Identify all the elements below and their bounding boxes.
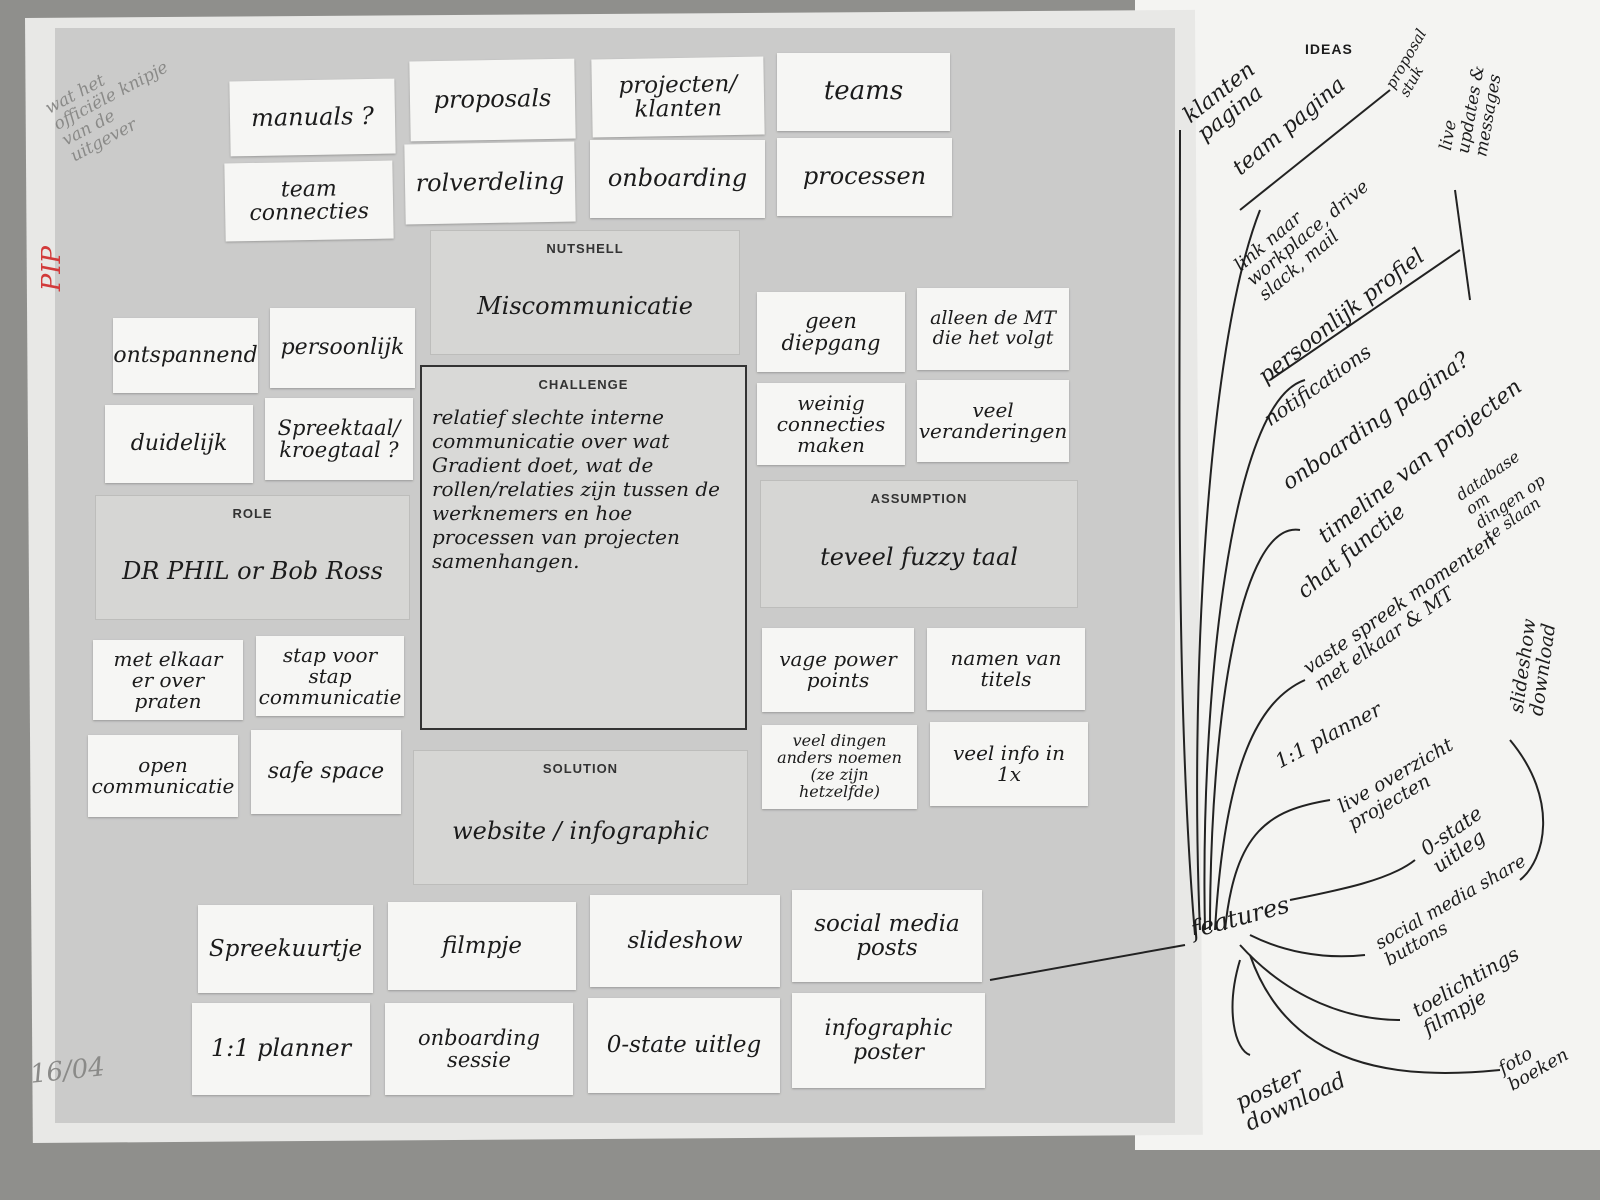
sticky-note: ontspannend [113, 318, 258, 393]
assumption-box: ASSUMPTION teveel fuzzy taal [760, 480, 1078, 608]
sticky-note: onboarding sessie [385, 1003, 573, 1095]
nutshell-header: NUTSHELL [546, 241, 624, 256]
nutshell-text: Miscommunicatie [477, 291, 693, 320]
sticky-note: processen [777, 138, 952, 216]
challenge-box: CHALLENGE relatief slechte interne commu… [420, 365, 747, 730]
sticky-note: filmpje [388, 902, 576, 990]
sticky-note: 0-state uitleg [588, 998, 780, 1093]
sticky-note: social media posts [792, 890, 982, 982]
sticky-note: geen diepgang [757, 292, 905, 372]
solution-box: SOLUTION website / infographic [413, 750, 748, 885]
sticky-note: Spreekuurtje [198, 905, 373, 993]
sticky-note: duidelijk [105, 405, 253, 483]
sticky-note: Spreektaal/ kroegtaal ? [265, 398, 413, 480]
sticky-note: veel veranderingen [917, 380, 1069, 462]
role-text: DR PHIL or Bob Ross [122, 556, 383, 585]
assumption-text: teveel fuzzy taal [820, 543, 1018, 571]
nutshell-box: NUTSHELL Miscommunicatie [430, 230, 740, 355]
role-box: ROLE DR PHIL or Bob Ross [95, 495, 410, 620]
challenge-header: CHALLENGE [538, 377, 629, 392]
sticky-note: teams [777, 53, 950, 131]
sticky-note: onboarding [590, 140, 765, 218]
sticky-note: vage power points [762, 628, 914, 712]
sticky-note: weinig connecties maken [757, 383, 905, 465]
sticky-note: alleen de MT die het volgt [917, 288, 1069, 370]
ideas-header: IDEAS [1305, 41, 1353, 57]
sticky-note: safe space [251, 730, 401, 814]
sticky-note: open communicatie [88, 735, 238, 817]
solution-header: SOLUTION [542, 761, 619, 776]
sticky-note: slideshow [590, 895, 780, 987]
role-header: ROLE [232, 506, 273, 521]
sticky-note: veel info in 1x [930, 722, 1088, 806]
sticky-note: veel dingen anders noemen (ze zijn hetze… [762, 725, 917, 809]
sticky-note: infographic poster [792, 993, 985, 1088]
sticky-note: stap voor stap communicatie [256, 636, 404, 716]
challenge-text: relatief slechte interne communicatie ov… [432, 405, 720, 573]
sticky-note: persoonlijk [270, 308, 415, 388]
sticky-note: 1:1 planner [192, 1003, 370, 1095]
solution-text: website / infographic [452, 816, 709, 845]
ideas-sheet [1135, 0, 1600, 1150]
assumption-header: ASSUMPTION [870, 491, 968, 506]
sticky-note: met elkaar er over praten [93, 640, 243, 720]
sticky-note: namen van titels [927, 628, 1085, 710]
